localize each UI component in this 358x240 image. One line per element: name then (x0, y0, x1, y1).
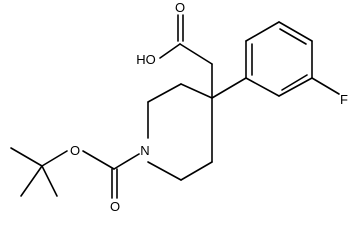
quaternary-aryl-bond (211, 77, 247, 99)
molecule-svg: O HO F N O O (10, 0, 348, 214)
n-carbamate-bond (113, 153, 140, 170)
ester-o-tbutyl-bond (41, 150, 68, 167)
tbutyl-methyl-left (10, 147, 43, 167)
chemical-structure-diagram: O HO F N O O (10, 0, 348, 214)
piperidine-c3-c2-upper (147, 83, 182, 103)
carbamate-carbonyl-oxygen-label: O (110, 199, 120, 214)
aryl-inner-double-bottom (281, 74, 308, 91)
ester-oxygen-label: O (70, 143, 80, 158)
carbamate-c-ester-o-bond (82, 150, 115, 170)
tbutyl-methyl-down-right (41, 165, 58, 197)
nitrogen-label: N (140, 143, 149, 158)
aryl-c4-c5 (278, 21, 313, 42)
aryl-c1-c2 (245, 77, 280, 97)
piperidine-c2-c3-lower (180, 161, 213, 181)
tbutyl-methyl-down-left (20, 165, 43, 197)
piperidine-n-c2-lower (147, 161, 182, 181)
piperidine-c4-c3-upper (180, 83, 213, 99)
carboxyl-carbonyl-oxygen-label: O (175, 0, 185, 15)
carboxyl-c-oh-bond (159, 43, 181, 59)
aryl-c5-c6 (245, 21, 280, 42)
aryl-fluorine-bond (311, 77, 340, 95)
aryl-inner-double-top (279, 28, 307, 45)
aryl-c2-c3 (278, 77, 313, 97)
carboxyl-hydroxyl-label: HO (136, 52, 156, 67)
carboxyl-c-ch2-bond (179, 43, 213, 65)
fluorine-label: F (340, 92, 348, 107)
